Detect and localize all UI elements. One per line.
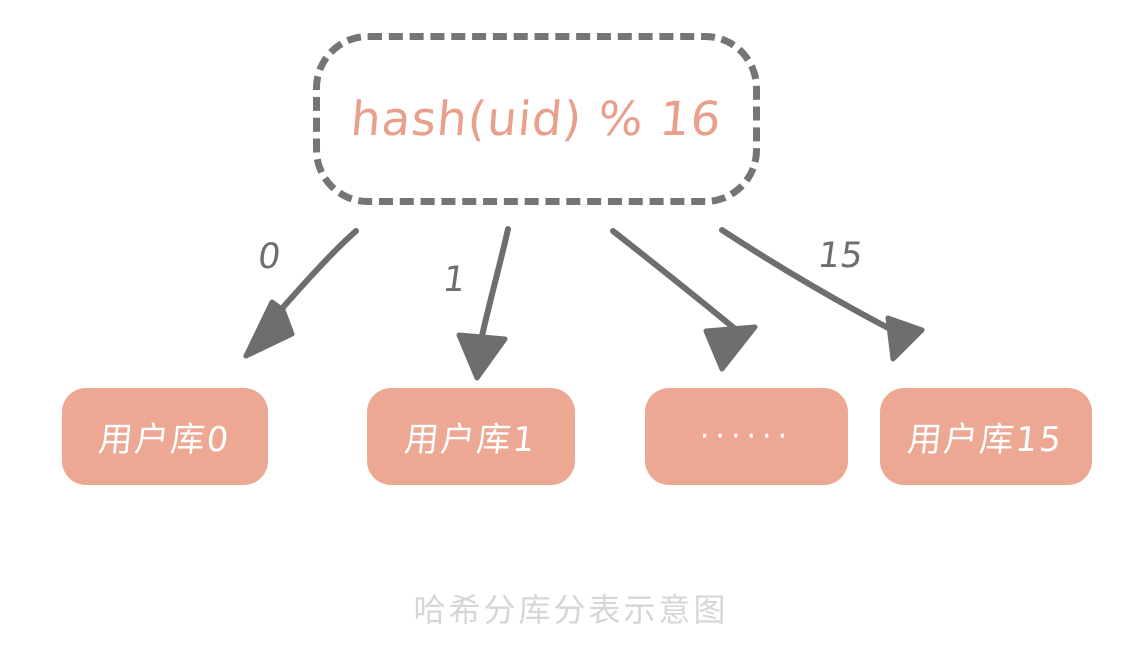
shard-label-1: 用户库1 (402, 420, 539, 460)
hash-rule-label: hash(uid) % 16 (348, 91, 725, 147)
arrow-to-shard-ellipsis (610, 228, 758, 372)
shard-box-15[interactable]: 用户库15 (880, 388, 1092, 485)
figure-caption: 哈希分库分表示意图 (413, 591, 729, 629)
arrow-to-shard-15 (719, 227, 925, 362)
hash-rule-node[interactable]: hash(uid) % 16 (313, 33, 760, 205)
arrow-to-shard-1 (456, 226, 511, 381)
shard-label-ellipsis: ······ (699, 419, 794, 454)
shard-label-0: 用户库0 (96, 420, 233, 460)
arrow-to-shard-0 (243, 228, 359, 359)
shard-box-1[interactable]: 用户库1 (367, 388, 575, 485)
edge-label-15: 15 (815, 236, 866, 276)
shard-box-ellipsis[interactable]: ······ (645, 388, 848, 485)
shard-label-15: 用户库15 (905, 420, 1066, 460)
shard-box-0[interactable]: 用户库0 (62, 388, 268, 485)
